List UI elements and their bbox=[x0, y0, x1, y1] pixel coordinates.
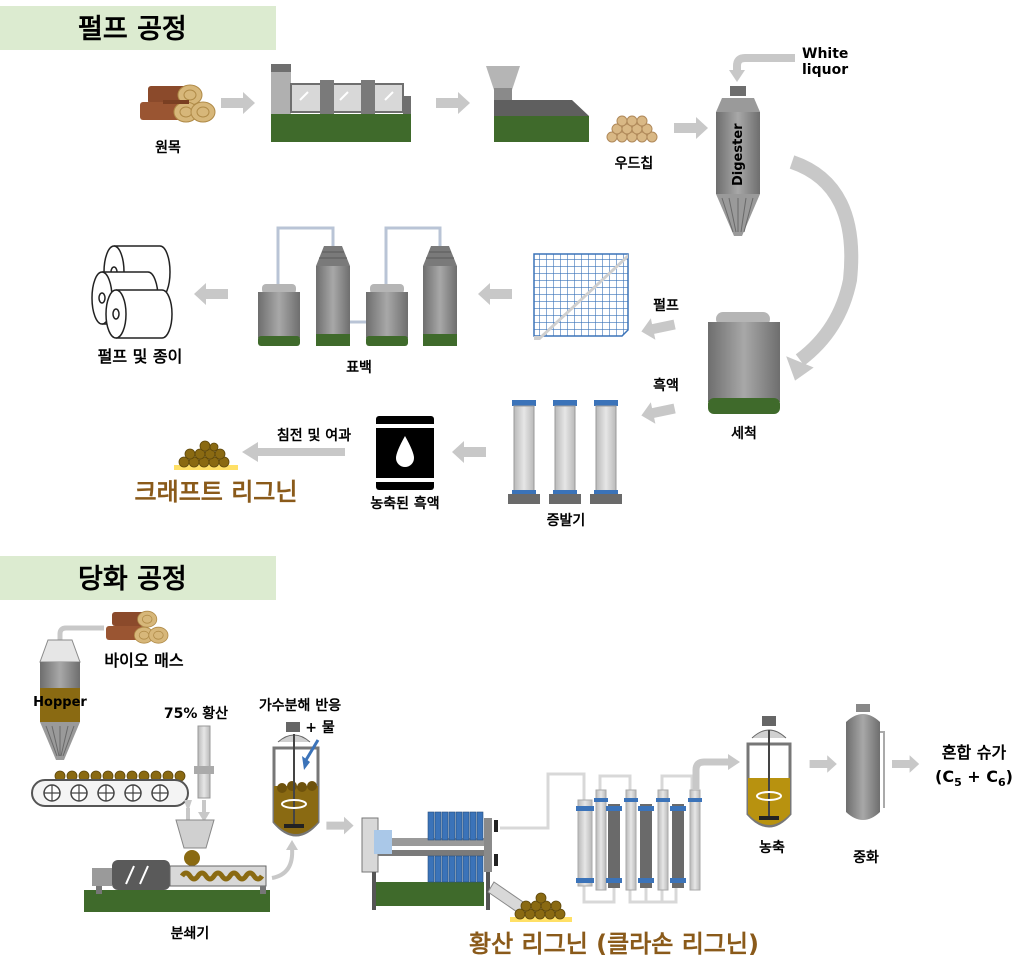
pulp-paper-label: 펄프 및 종이 bbox=[98, 347, 183, 366]
hydrolysis-reactor bbox=[272, 722, 320, 837]
black-liquor-label: 흑액 bbox=[653, 377, 679, 394]
evaporator-columns bbox=[508, 400, 622, 504]
arrow-left-icon bbox=[194, 283, 228, 305]
washing-label: 세척 bbox=[731, 426, 757, 442]
precip-label: 침전 및 여과 bbox=[277, 427, 351, 444]
arrow-left-icon bbox=[639, 313, 677, 343]
arrow-left-icon bbox=[242, 442, 258, 462]
klason-lignin-pile-icon bbox=[510, 892, 572, 922]
kraft-lignin-pile-icon bbox=[174, 440, 238, 470]
crusher-label: 분쇄기 bbox=[171, 926, 210, 942]
water-label: + 물 bbox=[305, 720, 335, 736]
digester-label: Digester bbox=[731, 123, 746, 186]
arrow-right-icon bbox=[728, 754, 740, 770]
arrow-right-icon bbox=[326, 816, 354, 835]
chips-label: 우드칩 bbox=[615, 155, 654, 172]
sacch-section: 당화 공정 바이오 매스 Hopper bbox=[0, 556, 1013, 958]
arrow-right-icon bbox=[674, 117, 708, 139]
pulp-label: 펄프 bbox=[653, 297, 679, 314]
arrow-left-icon bbox=[478, 283, 512, 305]
pulp-section: 펄프 공정 원목 bbox=[0, 6, 859, 529]
acid-pipe bbox=[194, 725, 214, 822]
wood-chips-icon bbox=[606, 115, 658, 143]
arrow-right-icon bbox=[892, 755, 920, 773]
concentrated-label: 농축된 흑액 bbox=[370, 495, 439, 512]
arrow-right-icon bbox=[221, 92, 255, 114]
curved-arrow bbox=[789, 155, 859, 366]
acid-label: 75% 황산 bbox=[164, 705, 228, 722]
klason-lignin-label: 황산 리그닌 (클라손 리그닌) bbox=[469, 930, 759, 958]
digester-vessel: Digester bbox=[716, 86, 760, 236]
wood-label: 원목 bbox=[155, 140, 181, 156]
evaporator-label: 증발기 bbox=[547, 512, 586, 529]
bleaching-label: 표백 bbox=[346, 360, 372, 376]
conveyor-belt bbox=[31, 770, 189, 807]
pulp-mesh-icon bbox=[533, 253, 629, 340]
white-liquor-pipe bbox=[733, 54, 795, 70]
arrow-right-icon bbox=[436, 92, 470, 114]
chipper-machine bbox=[486, 66, 589, 142]
biomass-logs-icon bbox=[106, 610, 169, 644]
arrow-left-icon bbox=[452, 441, 486, 463]
hopper-label: Hopper bbox=[33, 695, 87, 710]
formula-label: (C5 + C6) bbox=[935, 767, 1013, 789]
arrow-right-icon bbox=[809, 755, 837, 773]
separation-columns bbox=[500, 754, 740, 904]
neutralize-label: 중화 bbox=[853, 850, 879, 866]
bleaching-units bbox=[258, 226, 457, 346]
neutralization-tank bbox=[846, 704, 885, 820]
hopper-vessel: Hopper bbox=[33, 639, 87, 760]
arrow-left-icon bbox=[639, 397, 677, 427]
hydrolysis-label: 가수분해 반응 bbox=[259, 697, 341, 714]
crusher-machine bbox=[84, 819, 270, 912]
debarker-machine bbox=[271, 64, 411, 142]
pulp-title: 펄프 공정 bbox=[78, 14, 187, 45]
washing-tank bbox=[708, 312, 780, 414]
concentration-reactor bbox=[746, 716, 792, 828]
sacch-title: 당화 공정 bbox=[78, 564, 187, 595]
filter-press-machine bbox=[361, 811, 527, 915]
biomass-label: 바이오 매스 bbox=[104, 651, 183, 670]
arrow-head-icon bbox=[786, 356, 814, 381]
concentrate-label: 농축 bbox=[759, 840, 785, 856]
sacch-header-bg bbox=[0, 556, 276, 600]
arrow-down-icon bbox=[729, 70, 745, 82]
paper-rolls-icon bbox=[91, 245, 173, 339]
wood-logs-icon bbox=[140, 84, 216, 123]
black-liquor-barrel-icon bbox=[372, 416, 438, 490]
mixed-sugar-label: 혼합 슈가 bbox=[942, 743, 1007, 762]
kraft-lignin-label: 크래프트 리그닌 bbox=[135, 478, 298, 506]
pulp-header-bg bbox=[0, 6, 276, 50]
